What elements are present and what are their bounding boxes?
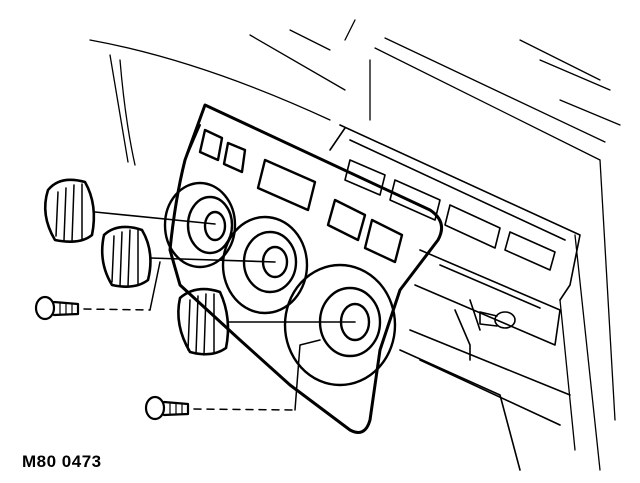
console-frame	[329, 124, 581, 471]
dashboard-background	[89, 19, 621, 471]
knob-middle	[100, 225, 152, 288]
screw-leaders	[149, 261, 321, 411]
screw-upper	[34, 295, 80, 321]
knob-bosses	[163, 181, 397, 387]
screw-dashed-paths	[83, 308, 296, 411]
screw-lower	[144, 395, 190, 421]
figure-reference-code: M80 0473	[22, 452, 102, 471]
knob-bottom	[177, 287, 230, 356]
knob-top	[43, 178, 96, 243]
console-screw	[479, 311, 516, 329]
leader-lines	[94, 211, 356, 323]
heater-control-panel	[168, 103, 444, 434]
